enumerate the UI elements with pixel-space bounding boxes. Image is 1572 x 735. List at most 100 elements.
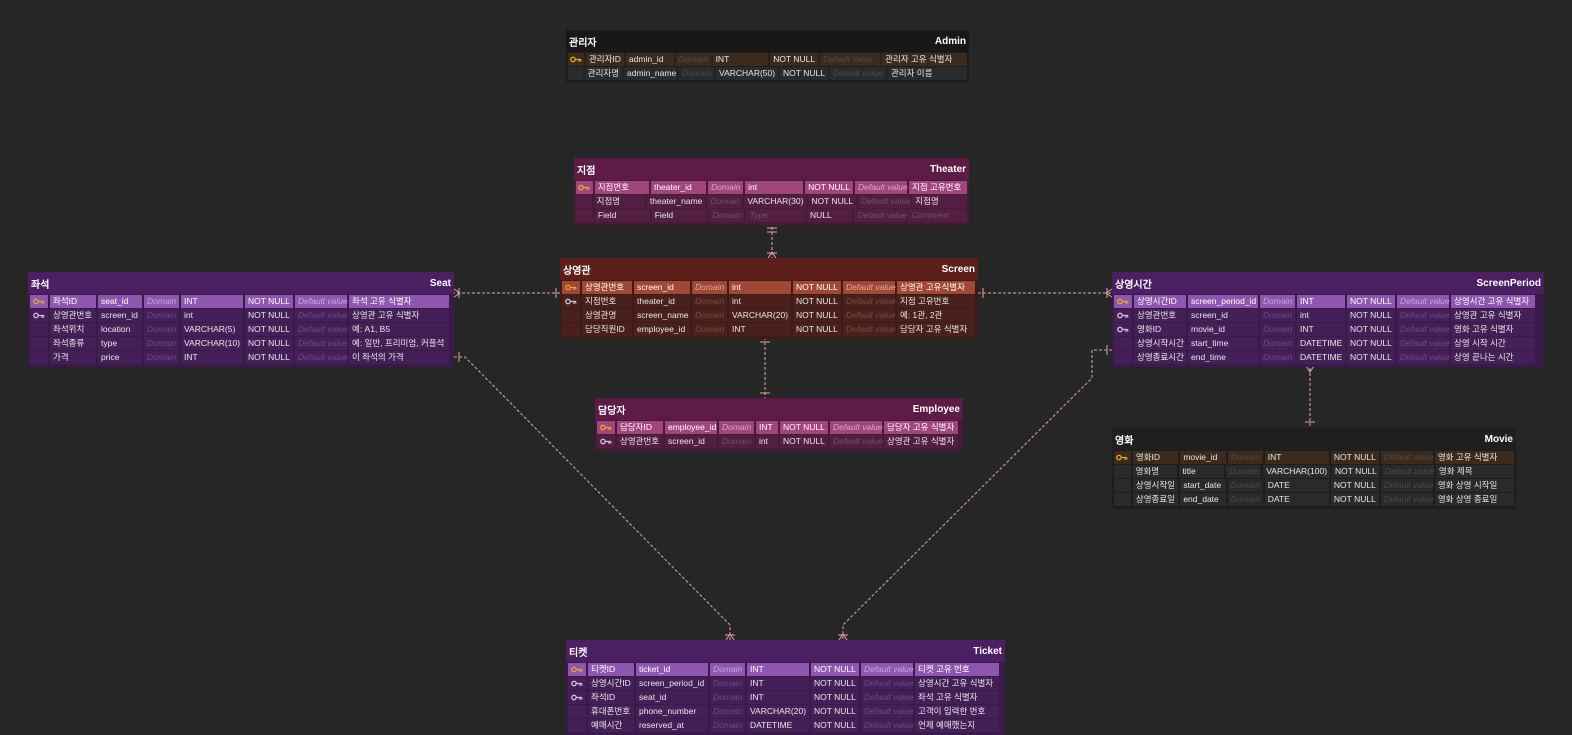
- cell-default: Default value: [295, 323, 348, 336]
- cell-name: theater_id: [634, 295, 690, 308]
- cell-null: NOT NULL: [1347, 351, 1395, 364]
- key-slot: [1114, 337, 1132, 350]
- cell-name: type: [98, 337, 142, 350]
- cell-name: title: [1179, 465, 1225, 478]
- cell-domain: Domain: [719, 421, 754, 434]
- cell-comment: 상영시간 고유 식별자: [915, 677, 999, 690]
- cell-default: Default value: [1397, 309, 1450, 322]
- cell-comment: 담당자 고유 식별자: [897, 323, 975, 336]
- primary-key-icon: [1114, 451, 1131, 464]
- cell-default: Default value: [843, 323, 896, 336]
- cell-name: location: [98, 323, 142, 336]
- cell-domain: Domain: [692, 281, 727, 294]
- cell-comment: 담당자 고유 식별자: [884, 421, 958, 434]
- cell-name: Field: [651, 209, 708, 222]
- cell-type: INT: [1264, 451, 1329, 464]
- cell-domain: Domain: [1260, 337, 1295, 350]
- cell-domain: Domain: [144, 337, 179, 350]
- cell-default: Default value: [1397, 295, 1450, 308]
- cell-default: Default value: [1381, 465, 1435, 478]
- table-title-en: Seat: [429, 277, 451, 289]
- cell-ko: 티켓ID: [588, 663, 634, 676]
- key-slot: [30, 351, 48, 364]
- cell-name: screen_id: [665, 435, 717, 448]
- cell-null: NOT NULL: [811, 663, 859, 676]
- cell-domain: Domain: [709, 209, 745, 222]
- cell-type: VARCHAR(50): [716, 67, 779, 80]
- cell-type: Type: [746, 209, 806, 222]
- cell-comment: 영화 제목: [1435, 465, 1514, 478]
- primary-key-icon: [568, 53, 584, 66]
- cell-name: employee_id: [634, 323, 690, 336]
- key-slot: [576, 209, 593, 222]
- cell-type: INT: [747, 663, 809, 676]
- table-title-ko: 관리자: [569, 37, 597, 49]
- cell-type: VARCHAR(30): [744, 195, 807, 208]
- cell-null: NOT NULL: [780, 421, 828, 434]
- cell-type: VARCHAR(20): [747, 705, 809, 718]
- cell-domain: Domain: [144, 309, 179, 322]
- cell-domain: Domain: [710, 705, 745, 718]
- cell-ko: 좌석종류: [50, 337, 96, 350]
- cell-null: NOT NULL: [1332, 465, 1380, 478]
- cell-null: NOT NULL: [1347, 323, 1395, 336]
- cell-ko: 좌석ID: [50, 295, 96, 308]
- cell-default: Default value: [861, 691, 914, 704]
- key-slot: [30, 323, 48, 336]
- cell-name: seat_id: [636, 691, 708, 704]
- cell-ko: 상영시작일: [1132, 479, 1179, 492]
- cell-name: movie_id: [1188, 323, 1258, 336]
- cell-name: screen_id: [98, 309, 142, 322]
- cell-ko: 상영관명: [582, 309, 632, 322]
- cell-default: Default value: [820, 53, 881, 66]
